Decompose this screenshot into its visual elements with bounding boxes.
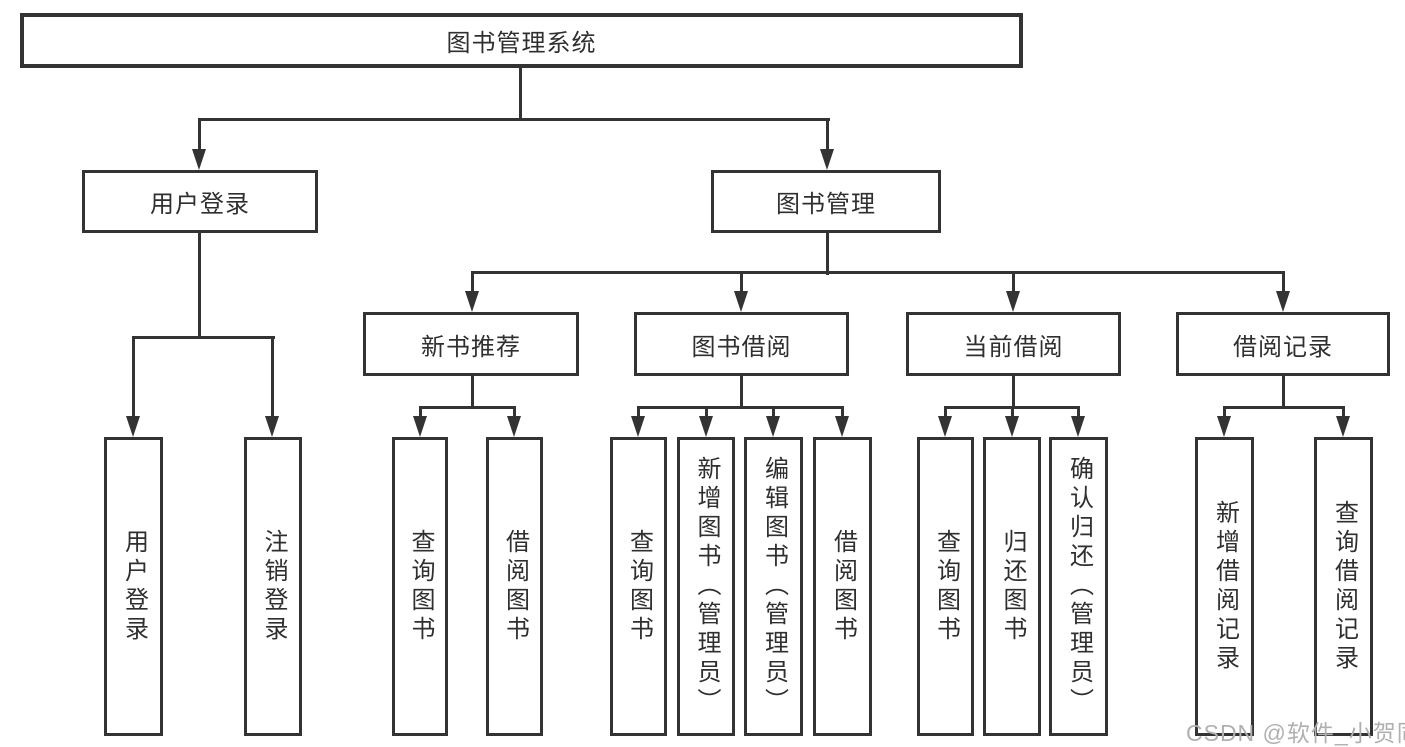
connector-line — [1342, 406, 1345, 420]
node-edit-books-admin: 编辑图书（管理员） — [744, 437, 803, 736]
node-confirm-return-admin: 确认归还（管理员） — [1049, 437, 1108, 736]
connector-line — [826, 233, 829, 275]
node-book-management: 图书管理 — [711, 170, 941, 233]
node-label: 用户登录 — [120, 528, 148, 645]
node-return-books: 归还图书 — [983, 437, 1041, 736]
connector-line — [1282, 375, 1285, 409]
arrow-down-icon — [766, 416, 780, 437]
node-label: 注销登录 — [260, 528, 287, 645]
node-add-borrow-record: 新增借阅记录 — [1195, 437, 1254, 736]
node-borrow-books-recommend: 借阅图书 — [486, 437, 543, 736]
arrow-down-icon — [699, 416, 713, 437]
node-label: 查询借阅记录 — [1330, 499, 1358, 674]
connector-line — [1012, 375, 1015, 409]
arrow-down-icon — [1336, 416, 1350, 437]
connector-line — [1077, 406, 1080, 420]
arrow-down-icon — [1005, 416, 1019, 437]
arrow-down-icon — [1217, 416, 1231, 437]
node-label: 查询图书 — [625, 528, 653, 645]
connector-line — [772, 406, 775, 420]
connector-line — [198, 233, 201, 339]
connector-line — [471, 271, 1285, 274]
node-label: 归还图书 — [999, 528, 1026, 645]
connector-line — [1011, 406, 1014, 420]
arrow-down-icon — [820, 149, 834, 170]
connector-line — [513, 406, 516, 420]
node-label: 编辑图书（管理员） — [760, 456, 788, 717]
arrow-down-icon — [734, 291, 748, 312]
node-current-borrowing: 当前借阅 — [906, 312, 1121, 376]
connector-line — [637, 406, 843, 409]
connector-line — [1223, 406, 1344, 409]
node-add-books-admin: 新增图书（管理员） — [677, 437, 735, 736]
node-borrowing-records: 借阅记录 — [1176, 312, 1390, 376]
connector-line — [841, 406, 844, 420]
node-user-login: 用户登录 — [82, 170, 318, 233]
node-query-books-current: 查询图书 — [917, 437, 974, 736]
connector-line — [705, 406, 708, 420]
node-user-login-leaf: 用户登录 — [104, 437, 163, 736]
node-query-books-borrowing: 查询图书 — [610, 437, 667, 736]
connector-line — [637, 406, 640, 420]
connector-line — [198, 118, 830, 121]
node-label: 借阅图书 — [829, 528, 857, 645]
arrow-down-icon — [938, 416, 952, 437]
connector-line — [740, 271, 743, 295]
arrow-down-icon — [1006, 291, 1020, 312]
node-book-borrowing: 图书借阅 — [634, 312, 849, 376]
node-query-borrow-record: 查询借阅记录 — [1314, 437, 1373, 736]
connector-line — [198, 118, 201, 154]
connector-line — [944, 406, 947, 420]
node-borrow-books-borrowing: 借阅图书 — [813, 437, 872, 736]
node-label: 借阅图书 — [501, 528, 529, 645]
arrow-down-icon — [465, 291, 479, 312]
node-new-book-recommend: 新书推荐 — [363, 312, 579, 376]
arrow-down-icon — [631, 416, 645, 437]
node-logout: 注销登录 — [244, 437, 302, 736]
connector-line — [271, 336, 274, 420]
arrow-down-icon — [835, 416, 849, 437]
connector-line — [132, 336, 275, 339]
arrow-down-icon — [1071, 416, 1085, 437]
arrow-down-icon — [192, 149, 206, 170]
connector-line — [132, 336, 135, 420]
arrow-down-icon — [265, 416, 279, 437]
connector-line — [1223, 406, 1226, 420]
connector-line — [1282, 271, 1285, 295]
node-root-system: 图书管理系统 — [20, 13, 1023, 68]
connector-line — [471, 271, 474, 295]
connector-line — [1012, 271, 1015, 295]
arrow-down-icon — [126, 416, 140, 437]
connector-line — [826, 118, 829, 154]
node-label: 查询图书 — [407, 528, 434, 645]
node-label: 新增图书（管理员） — [693, 456, 720, 717]
arrow-down-icon — [1276, 291, 1290, 312]
watermark: CSDN @软件_小贺同学 — [1186, 720, 1405, 746]
node-label: 新增借阅记录 — [1211, 499, 1239, 674]
connector-line — [471, 375, 474, 409]
node-label: 查询图书 — [932, 528, 960, 645]
connector-line — [419, 406, 516, 409]
node-label: 确认归还（管理员） — [1065, 456, 1093, 717]
connector-line — [519, 68, 522, 120]
connector-line — [419, 406, 422, 420]
node-query-books-recommend: 查询图书 — [392, 437, 448, 736]
arrow-down-icon — [507, 416, 521, 437]
arrow-down-icon — [413, 416, 427, 437]
connector-line — [740, 375, 743, 409]
